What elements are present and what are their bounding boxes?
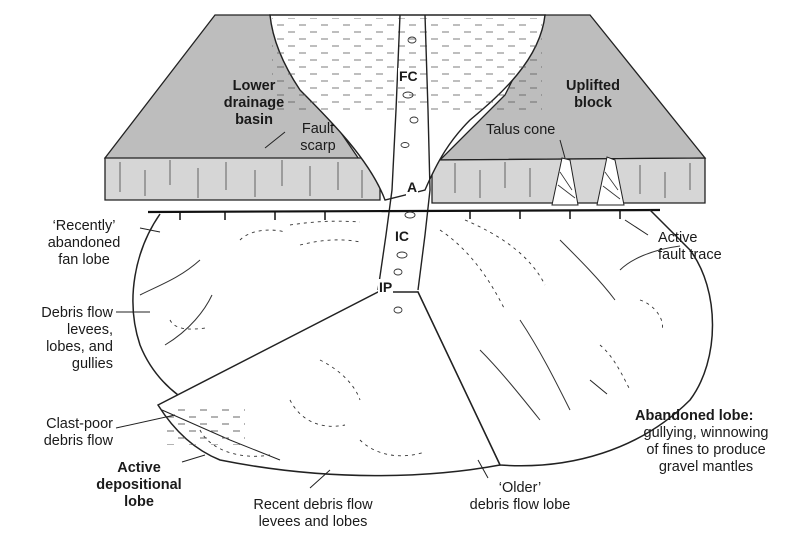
abandoned-lobe-title: Abandoned lobe: xyxy=(635,408,753,425)
code-ip: IP xyxy=(378,279,393,296)
active-depositional-lobe xyxy=(158,292,500,476)
fault-scarp-label: Fault scarp xyxy=(288,121,348,155)
older-debris-label: ‘Older’ debris flow lobe xyxy=(450,480,590,514)
clast-poor-label: Clast-poor debris flow xyxy=(0,416,113,450)
code-fc: FC xyxy=(398,68,419,85)
recently-abandoned-label: ‘Recently’ abandoned fan lobe xyxy=(24,218,144,269)
fault-trace-line xyxy=(148,210,660,212)
code-a: A xyxy=(406,179,418,196)
debris-flow-levees-label: Debris flow levees, lobes, and gullies xyxy=(0,305,113,373)
talus-cone-label: Talus cone xyxy=(486,122,555,139)
uplifted-block-label: Uplifted block xyxy=(548,78,638,112)
abandoned-lobe-description: gullying, winnowing of fines to produce … xyxy=(618,425,794,476)
active-fault-trace-label: Active fault trace xyxy=(658,230,722,264)
active-depositional-label: Active depositional lobe xyxy=(94,460,184,511)
left-scarp-face xyxy=(105,158,380,200)
code-ic: IC xyxy=(394,228,410,245)
recent-debris-label: Recent debris flow levees and lobes xyxy=(238,497,388,531)
